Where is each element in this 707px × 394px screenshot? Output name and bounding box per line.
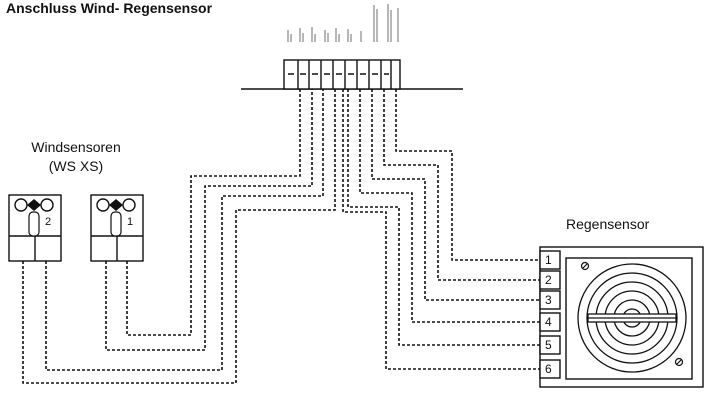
- wind-sensors-label-line2: (WS XS): [48, 158, 104, 174]
- dashed-wires: [22, 89, 540, 384]
- wire-rain-2: [383, 89, 540, 281]
- wind-sensors-label-line1: Windsensoren: [31, 139, 121, 155]
- rain-terminal-4-label: 4: [545, 315, 552, 329]
- rain-terminal-5-label: 5: [545, 338, 552, 352]
- wire-rain-3: [371, 89, 540, 301]
- rain-terminal-6-label: 6: [545, 362, 552, 376]
- wire-rain-5: [347, 89, 540, 346]
- rain-sensor: 1 2 3 4 5 6: [539, 246, 704, 388]
- rain-sensor-label: Regensensor: [566, 216, 650, 232]
- terminal-connector: [241, 59, 463, 90]
- wind-sensor-2: 2: [8, 194, 62, 262]
- rain-terminal-3: [539, 290, 561, 310]
- wire-ws2-a: [22, 89, 336, 384]
- rain-terminal-3-label: 3: [545, 293, 552, 307]
- rain-sensor-grid-icon: [577, 263, 687, 373]
- wire-ws1-b: [126, 89, 301, 336]
- diagram-title: Anschluss Wind- Regensensor: [6, 0, 213, 16]
- wire-rain-1: [395, 89, 540, 261]
- rain-terminal-1: [539, 250, 561, 270]
- connector-terminal-markings: [287, 4, 399, 42]
- wind-sensor-1: 1: [90, 194, 144, 262]
- wind-sensor-1-propeller-icon: [96, 198, 136, 237]
- rain-sensor-screw-icon: [580, 261, 684, 367]
- rain-terminal-1-label: 1: [545, 253, 552, 267]
- wire-rain-4: [359, 89, 540, 323]
- rain-terminal-2-label: 2: [545, 273, 552, 287]
- wind-sensor-1-number: 1: [127, 216, 133, 228]
- wind-sensor-2-propeller-icon: [14, 198, 54, 237]
- wire-ws2-b: [45, 89, 324, 371]
- wire-rain-6: [342, 89, 540, 370]
- wind-sensor-2-number: 2: [45, 216, 51, 228]
- wire-ws1-a: [105, 89, 313, 351]
- connector-slots: [288, 60, 392, 89]
- wind-sensors-label: Windsensoren (WS XS): [6, 138, 146, 176]
